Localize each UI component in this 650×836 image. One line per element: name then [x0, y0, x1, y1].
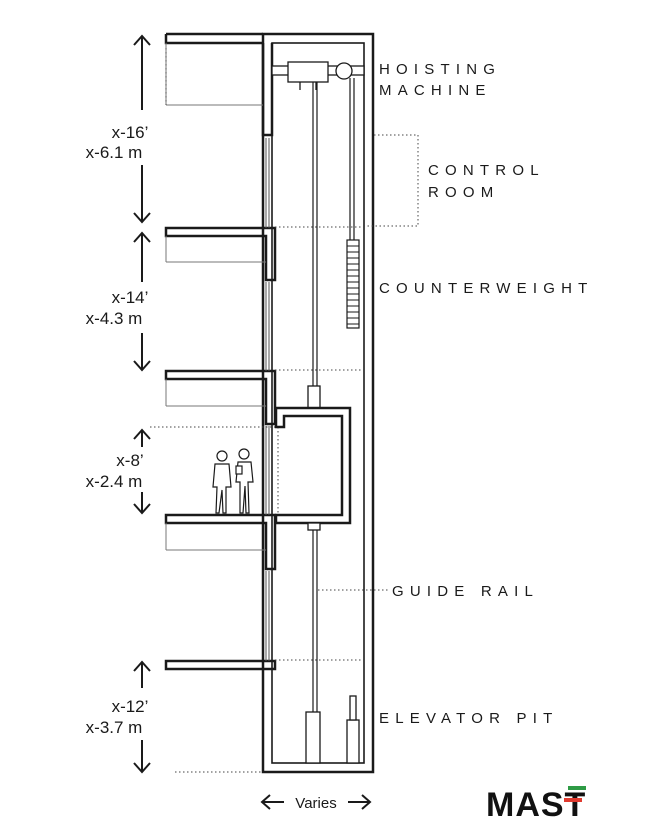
hoisting-machine — [271, 61, 365, 90]
hoistway-doors — [265, 138, 270, 661]
dim-4-imperial: x-12’ — [112, 697, 149, 716]
ceiling-lines — [165, 43, 266, 551]
counterweight-plates — [347, 245, 359, 325]
logo-text: MAST — [486, 786, 586, 824]
roof-slab — [164, 32, 263, 45]
dim-3-metric: x-2.4 m — [86, 472, 143, 491]
dim-2-imperial: x-14’ — [112, 288, 149, 307]
dim-1-metric: x-6.1 m — [86, 143, 143, 162]
label-control-room-1: CONTROL — [428, 162, 545, 179]
mast-logo: MAST — [486, 786, 586, 824]
elevator-car — [274, 385, 352, 531]
floor-level-lines — [150, 48, 419, 773]
floor-slab-2 — [164, 369, 277, 426]
dim-1-imperial: x-16’ — [112, 123, 149, 142]
dim-3-imperial: x-8’ — [116, 451, 143, 470]
label-elevator-pit: ELEVATOR PIT — [379, 710, 558, 727]
label-control-room-2: ROOM — [428, 184, 499, 201]
logo-green-stripe — [568, 786, 586, 790]
label-guide-rail: GUIDE RAIL — [392, 583, 539, 600]
label-hoisting-machine-2: MACHINE — [379, 82, 492, 99]
logo-red-stripe — [564, 798, 582, 802]
dimension-arrows — [133, 34, 372, 810]
floor-slab-3 — [164, 513, 277, 571]
people-figures — [212, 448, 254, 514]
dim-4-metric: x-3.7 m — [86, 718, 143, 737]
label-counterweight: COUNTERWEIGHT — [379, 280, 594, 297]
pit-buffers — [305, 695, 360, 764]
floor-slab-4 — [164, 659, 277, 671]
elevator-shaft-outer — [261, 32, 375, 774]
width-label: Varies — [295, 795, 336, 812]
dim-2-metric: x-4.3 m — [86, 309, 143, 328]
cables — [312, 78, 355, 712]
floor-slab-1 — [164, 226, 277, 282]
counterweight — [346, 239, 360, 329]
label-hoisting-machine-1: HOISTING — [379, 61, 501, 78]
